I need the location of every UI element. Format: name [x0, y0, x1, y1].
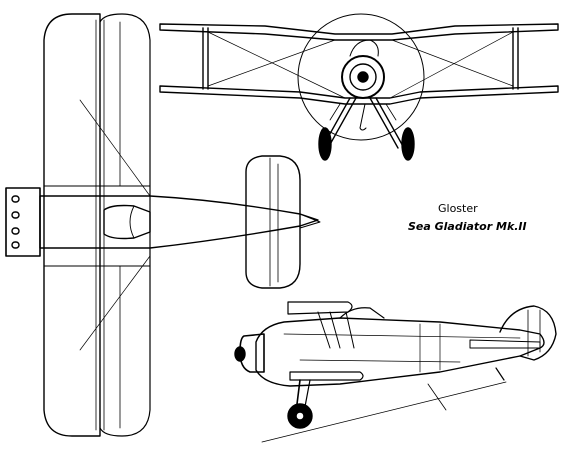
- model-caption: Sea Gladiator Mk.II: [408, 220, 527, 233]
- engine-cowling: [341, 55, 385, 99]
- front-view: [159, 13, 559, 161]
- plan-lower-wing: [99, 13, 151, 437]
- plan-tailplane: [245, 155, 301, 289]
- side-fuselage: [255, 317, 545, 387]
- front-wheel-left: [318, 127, 332, 161]
- front-undercarriage-right: [375, 97, 405, 149]
- ground-line: [261, 381, 507, 443]
- side-propeller-spinner: [234, 346, 246, 362]
- side-lower-wing: [289, 371, 364, 381]
- plan-engine: [5, 187, 41, 257]
- plan-fuselage: [39, 195, 319, 249]
- plan-upper-wing: [43, 13, 101, 437]
- front-bracing-wire: [207, 31, 346, 99]
- front-wheel-right: [401, 127, 415, 161]
- side-cockpit: [339, 307, 385, 319]
- plan-view: [5, 13, 321, 437]
- side-view: [234, 301, 557, 443]
- front-upper-wing: [159, 23, 559, 41]
- side-fin-rudder: [499, 305, 557, 361]
- propeller-disc: [297, 13, 425, 141]
- manufacturer-caption: Gloster: [438, 202, 478, 215]
- side-upper-wing: [287, 301, 353, 315]
- spinner: [357, 71, 369, 83]
- plan-cockpit: [103, 204, 151, 240]
